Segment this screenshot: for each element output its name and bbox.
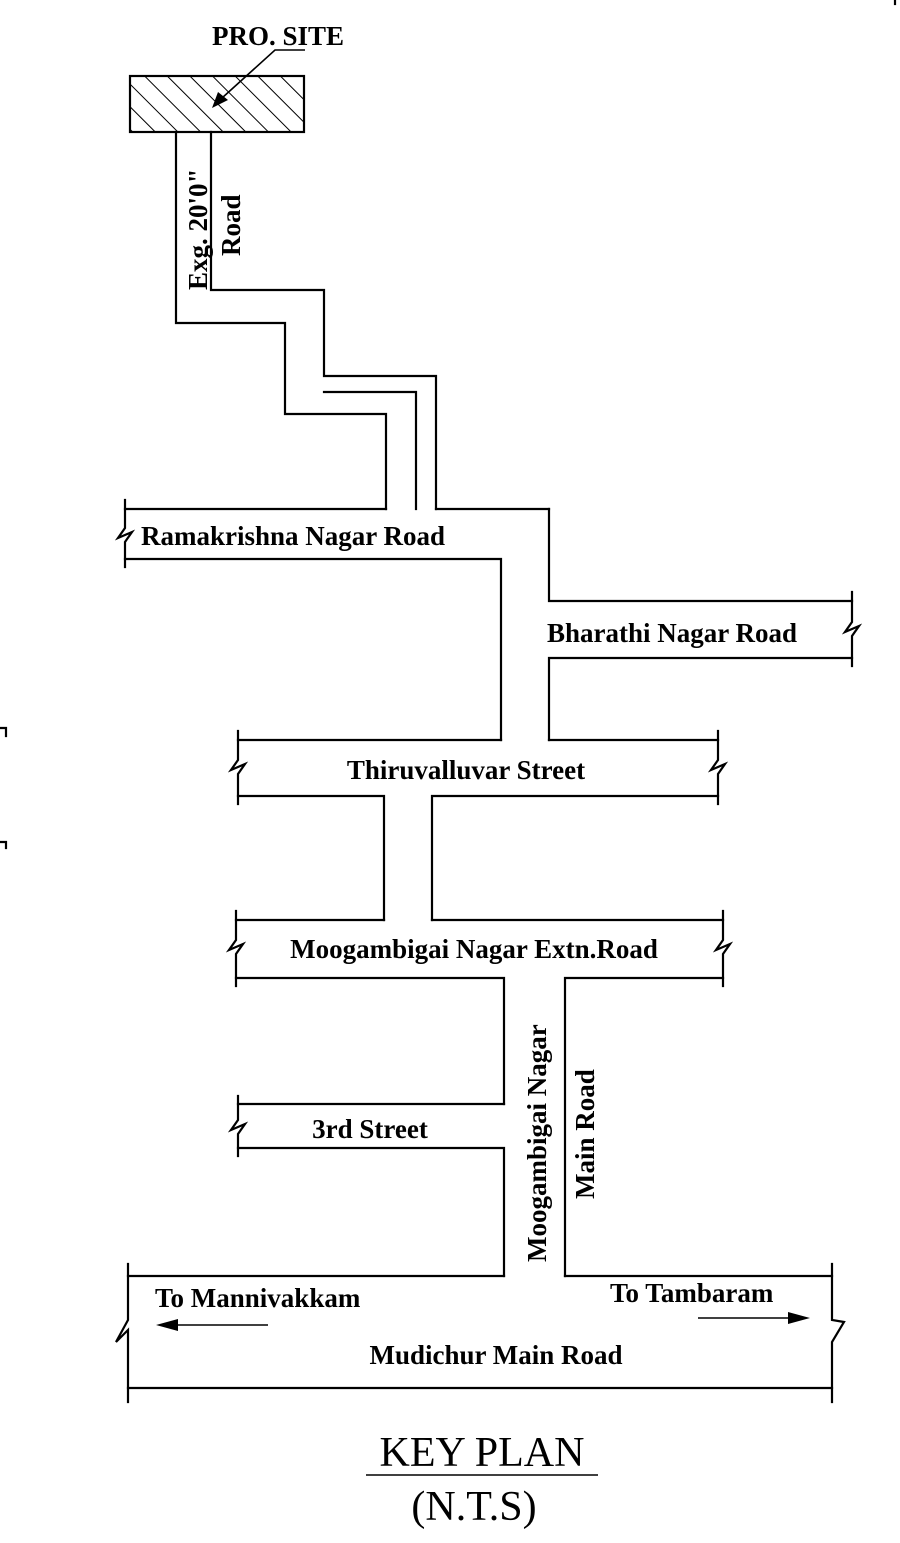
direction-right-label: To Tambaram: [610, 1278, 774, 1308]
third-street-bottom: [236, 1146, 506, 1278]
thiruvalluvar-break-left: [227, 729, 249, 806]
direction-left-label: To Mannivakkam: [155, 1283, 361, 1313]
direction-right-arrowhead: [788, 1312, 810, 1324]
direction-left-arrowhead: [156, 1319, 178, 1331]
bharathi-road-label: Bharathi Nagar Road: [547, 618, 797, 648]
moogambigai-extn-break-left: [225, 909, 247, 988]
bharathi-road-top: [547, 507, 854, 603]
ramakrishna-road-bottom: [123, 557, 503, 742]
bharathi-break-symbol: [841, 590, 863, 668]
ramakrishna-road-label: Ramakrishna Nagar Road: [141, 521, 445, 551]
exg-road-edge-right: [209, 130, 438, 511]
moogambigai-extn-label: Moogambigai Nagar Extn.Road: [290, 934, 658, 964]
ramakrishna-break-symbol: [114, 498, 136, 569]
key-plan-title: KEY PLAN: [380, 1430, 585, 1476]
key-plan-subtitle: (N.T.S): [411, 1484, 536, 1530]
site-leader-arrowhead: [212, 92, 228, 108]
exg-road-edge-left: [174, 130, 388, 511]
third-street-break-symbol: [227, 1094, 249, 1158]
thiruvalluvar-break-right: [707, 729, 729, 806]
mudichur-break-left: [115, 1262, 130, 1404]
moogambigai-extn-bottom: [234, 976, 725, 1278]
exg-road-label-line2: Road: [216, 194, 246, 256]
mudichur-road-label: Mudichur Main Road: [369, 1340, 622, 1370]
moogambigai-extn-break-right: [712, 909, 734, 988]
exg-road-label-line1: Exg. 20'0": [183, 169, 213, 291]
thiruvalluvar-bottom: [236, 794, 720, 922]
edge-fragment-left: [0, 726, 8, 850]
bharathi-road-bottom: [547, 656, 854, 742]
mudichur-break-right: [830, 1262, 846, 1404]
third-street-label: 3rd Street: [312, 1114, 428, 1144]
moogambigai-main-label-line2: Main Road: [570, 1069, 600, 1199]
moogambigai-main-label-line1: Moogambigai Nagar: [522, 1024, 552, 1262]
thiruvalluvar-label: Thiruvalluvar Street: [347, 755, 585, 785]
site-label: PRO. SITE: [212, 21, 344, 51]
site-leader-line: [221, 49, 305, 99]
exg-road-inner-line: [322, 390, 418, 511]
